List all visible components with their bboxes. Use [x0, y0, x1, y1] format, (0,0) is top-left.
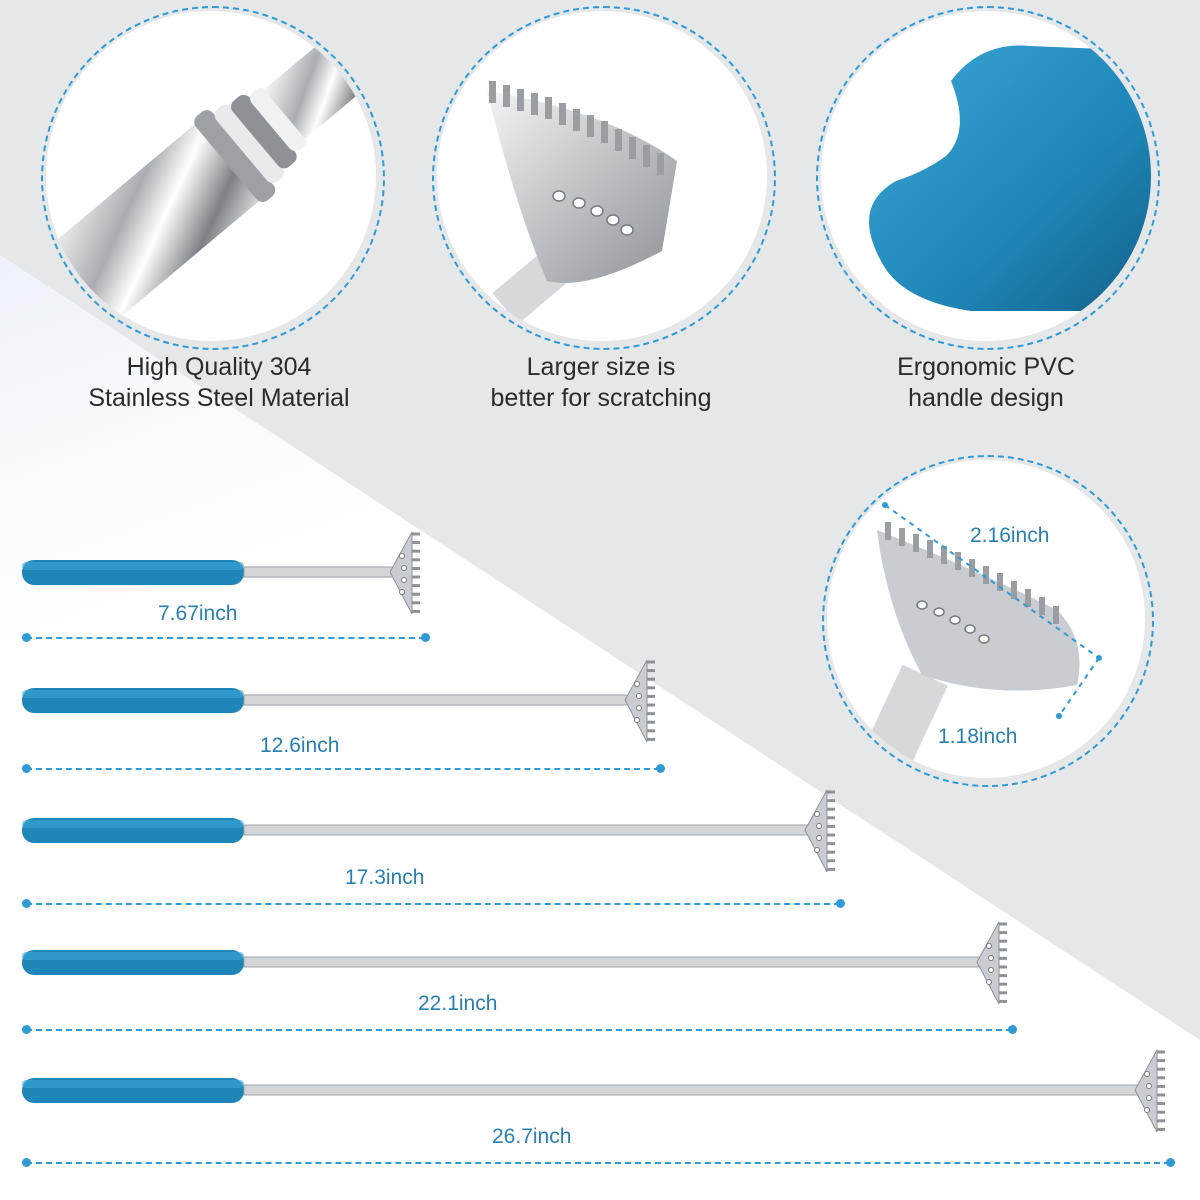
length-dimension-line-5 [26, 1162, 1170, 1164]
length-label-2: 12.6inch [260, 734, 340, 757]
length-dimension-endpoint-5-1 [22, 1158, 31, 1167]
scratcher-head-closeup-icon [437, 11, 767, 341]
length-dimension-line-1 [26, 637, 425, 639]
length-dimension-line-3 [26, 903, 840, 905]
feature-caption-head: Larger size is better for scratching [436, 352, 766, 414]
length-label-3: 17.3inch [345, 866, 425, 889]
feature-caption-head-line2: better for scratching [490, 384, 712, 412]
length-dimension-endpoint-4-1 [22, 1025, 31, 1034]
back-scratcher-1 [0, 512, 445, 632]
back-scratcher-2 [0, 640, 680, 760]
feature-caption-steel-line2: Stainless Steel Material [88, 384, 350, 412]
feature-caption-handle-line2: handle design [908, 384, 1064, 412]
back-scratcher-3-icon [22, 789, 835, 873]
back-scratcher-5 [0, 1030, 1190, 1150]
length-dimension-endpoint-3-2 [836, 899, 845, 908]
length-dimension-endpoint-5-2 [1166, 1158, 1175, 1167]
back-scratcher-2-icon [22, 659, 655, 743]
length-dimension-endpoint-1-1 [22, 633, 31, 642]
length-dimension-line-2 [26, 768, 660, 770]
feature-caption-handle: Ergonomic PVC handle design [821, 352, 1151, 414]
length-dimension-line-4 [26, 1029, 1012, 1031]
length-dimension-endpoint-1-2 [421, 633, 430, 642]
head-height-label: 1.18inch [938, 725, 1018, 748]
blue-handle-closeup-icon [821, 11, 1151, 341]
length-dimension-endpoint-2-2 [656, 764, 665, 773]
back-scratcher-4-icon [22, 921, 1007, 1005]
head-width-label: 2.16inch [970, 524, 1050, 547]
back-scratcher-3 [0, 770, 860, 890]
back-scratcher-4 [0, 902, 1032, 1022]
head-dimension-icon [827, 460, 1145, 778]
length-dimension-endpoint-2-1 [22, 764, 31, 773]
feature-caption-handle-line1: Ergonomic PVC [897, 353, 1075, 381]
steel-tube-closeup-icon [46, 11, 376, 341]
feature-caption-steel-line1: High Quality 304 [126, 353, 312, 381]
length-label-1: 7.67inch [158, 602, 238, 625]
length-dimension-endpoint-3-1 [22, 899, 31, 908]
length-dimension-endpoint-4-2 [1008, 1025, 1017, 1034]
length-label-5: 26.7inch [492, 1125, 572, 1148]
length-label-4: 22.1inch [418, 992, 498, 1015]
back-scratcher-1-icon [22, 531, 420, 615]
back-scratcher-5-icon [22, 1049, 1165, 1133]
feature-caption-head-line1: Larger size is [526, 353, 676, 381]
feature-caption-steel: High Quality 304 Stainless Steel Materia… [54, 352, 384, 414]
